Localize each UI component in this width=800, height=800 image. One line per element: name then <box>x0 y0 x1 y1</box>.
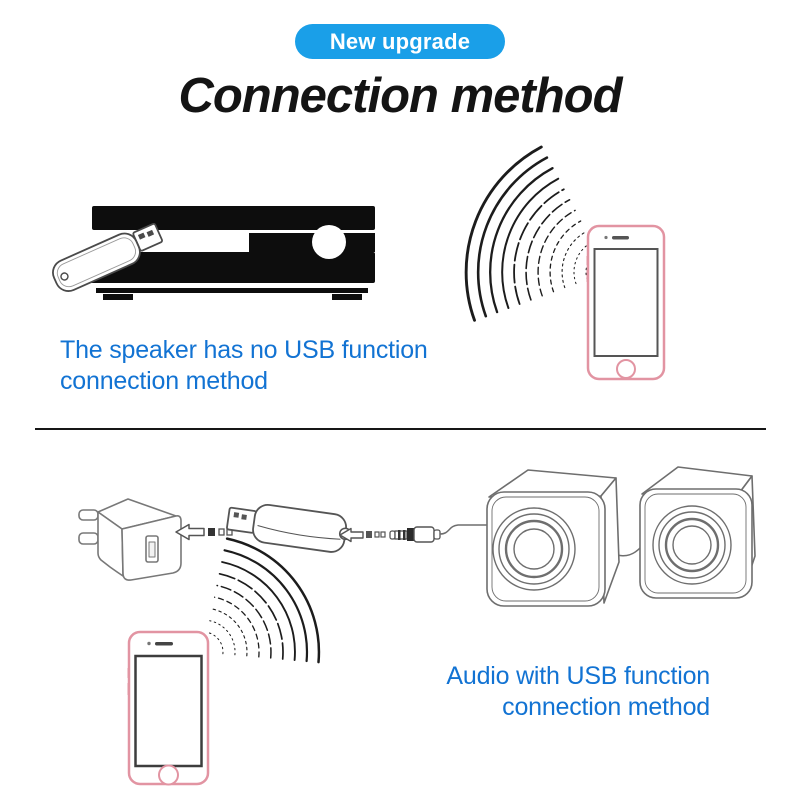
speaker-right-icon <box>639 466 756 599</box>
usb-stick-icon <box>52 222 163 292</box>
top-caption-line2: connection method <box>60 366 268 395</box>
section-divider <box>35 428 766 430</box>
usb-receiver-icon <box>226 503 352 553</box>
soundbar-icon <box>90 206 375 300</box>
top-caption-line1: The speaker has no USB function <box>60 336 428 364</box>
bottom-caption-line1: Audio with USB function <box>446 662 710 690</box>
new-upgrade-badge: New upgrade <box>295 24 505 59</box>
left-arrow-icon <box>175 523 233 541</box>
page-title: Connection method <box>178 69 622 123</box>
left-arrow-icon <box>339 527 386 543</box>
usb-wall-charger-icon <box>78 498 182 581</box>
smartphone-icon <box>586 224 666 381</box>
signal-waves-icon <box>464 145 599 322</box>
smartphone-icon <box>127 630 210 786</box>
bottom-caption-line2: connection method <box>502 692 710 721</box>
top-caption: The speaker has no USB function connecti… <box>60 335 428 396</box>
signal-waves-icon <box>206 537 321 664</box>
speaker-left-icon <box>486 469 620 607</box>
badge-label: New upgrade <box>329 28 471 54</box>
bottom-caption: Audio with USB function connection metho… <box>446 661 710 722</box>
aux-jack-cable-icon <box>389 524 642 557</box>
